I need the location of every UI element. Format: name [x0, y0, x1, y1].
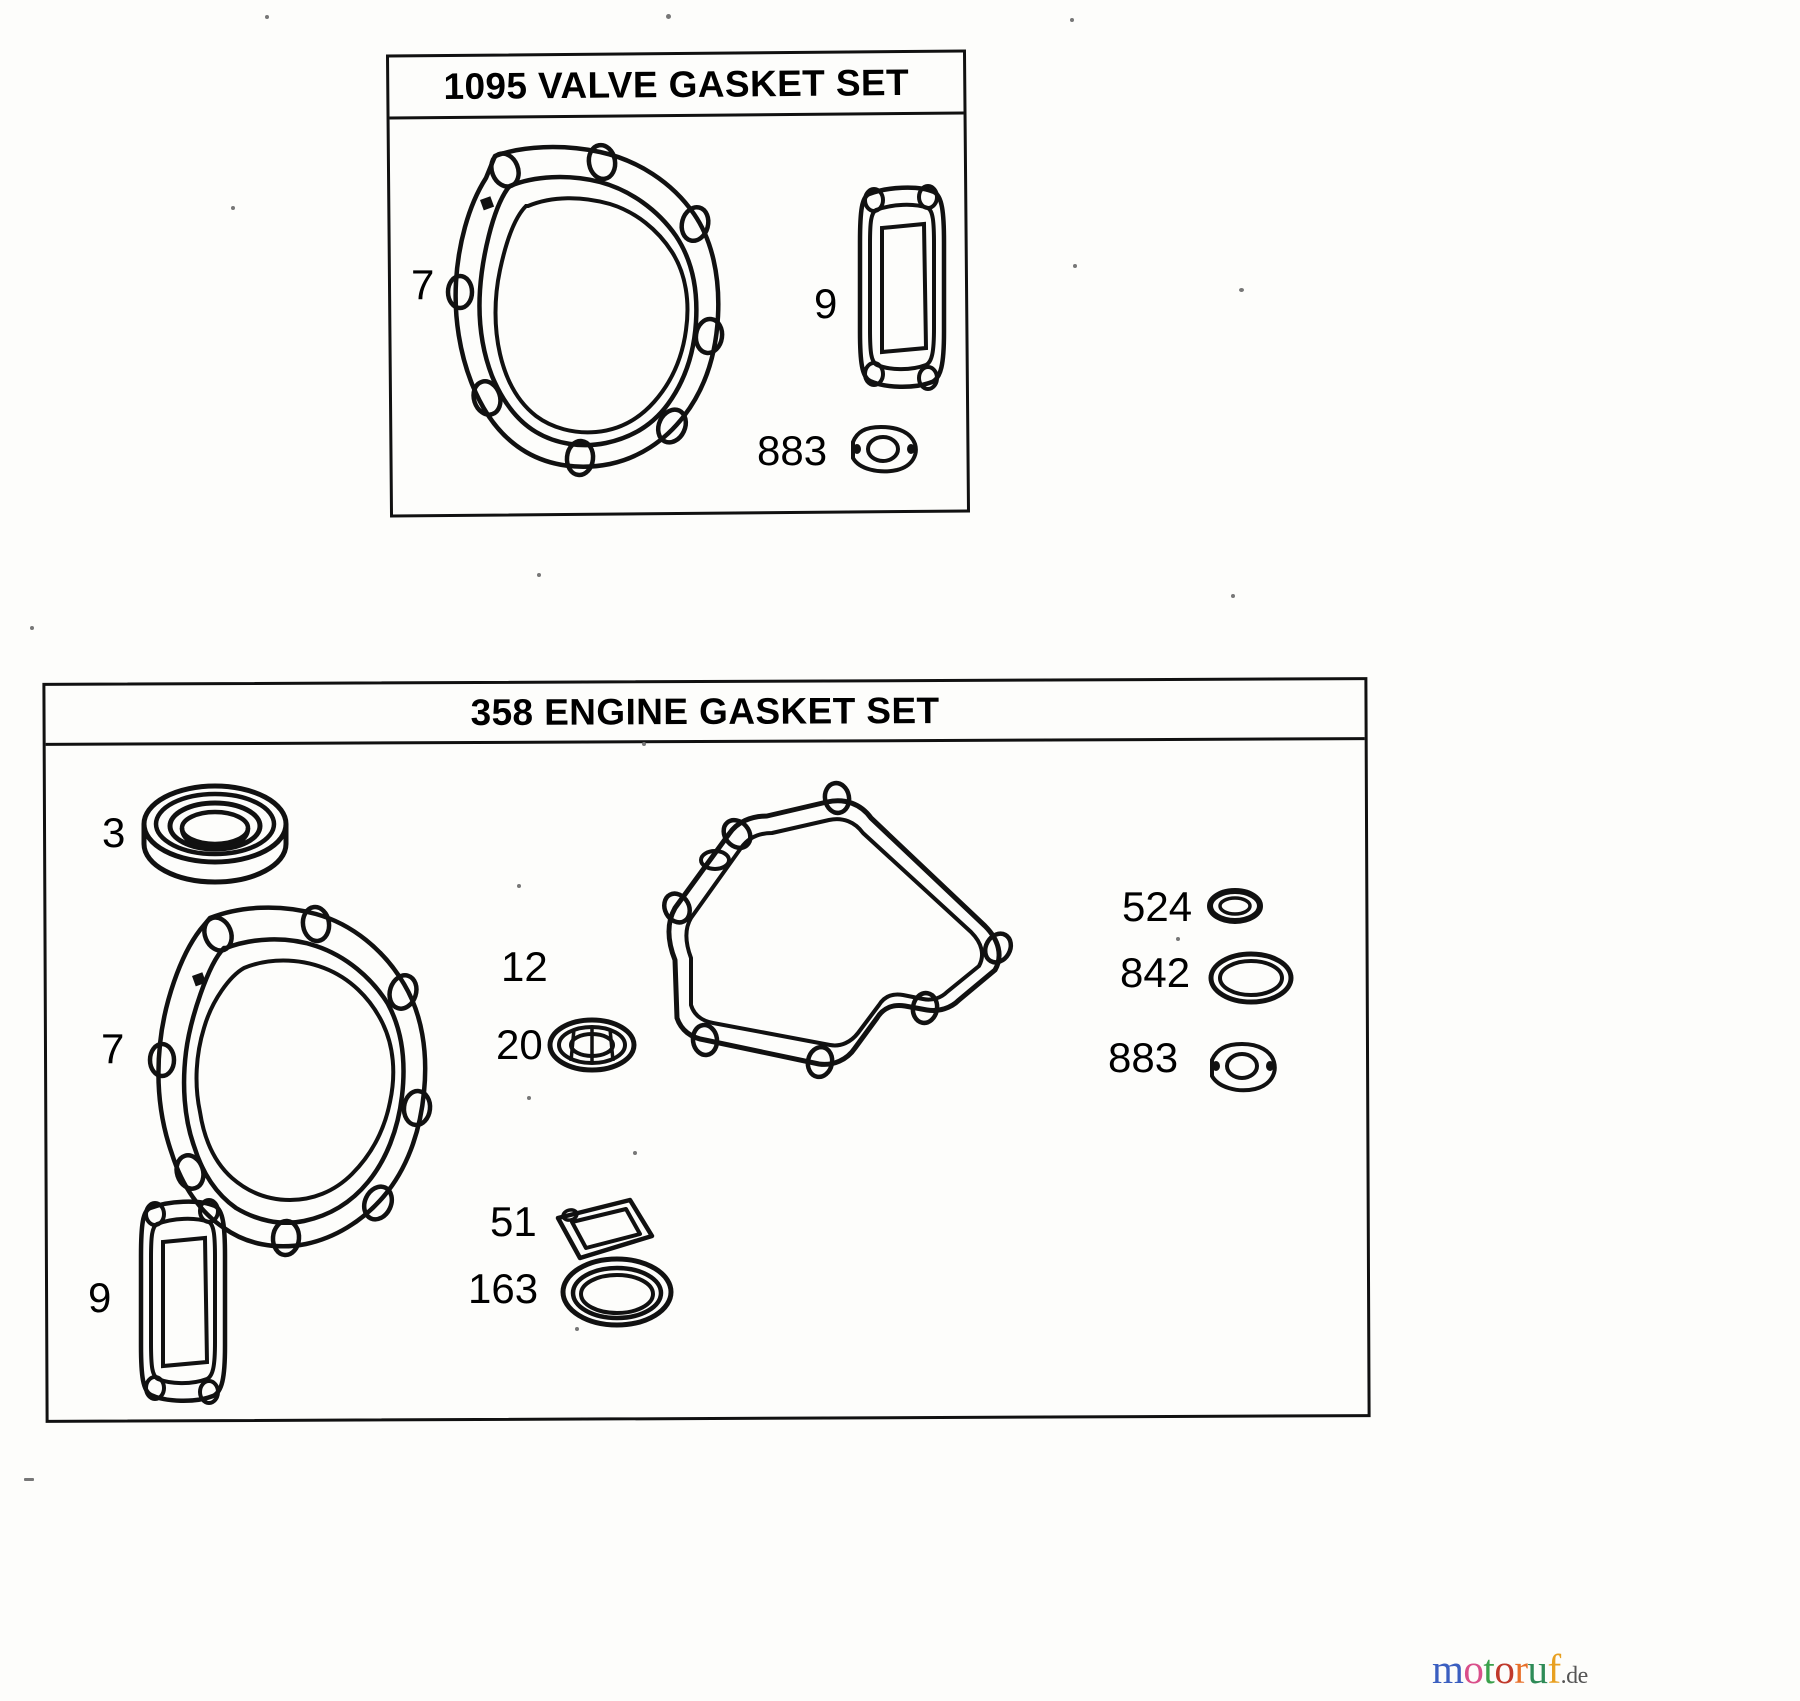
part-breather-gasket: [552, 1196, 657, 1262]
motoruf-watermark: motoruf.de: [1432, 1645, 1588, 1693]
scan-speck: [517, 884, 521, 888]
part-crankcase-cover-gasket: [555, 780, 1085, 1080]
callout-engine-3: 3: [102, 809, 126, 856]
part-oil-seal: [560, 1256, 675, 1328]
scan-speck: [265, 15, 269, 19]
callout-valve-883: 883: [757, 427, 828, 474]
callout-engine-20: 20: [496, 1021, 543, 1068]
panel-valve-title-bar: 1095 VALVE GASKET SET: [389, 52, 964, 120]
panel-valve-title: 1095 VALVE GASKET SET: [443, 61, 910, 107]
watermark-letter: o: [1463, 1646, 1484, 1692]
scan-speck: [231, 206, 235, 210]
part-cylinder-head-gasket-valve: [432, 140, 742, 480]
callout-engine-524: 524: [1122, 883, 1193, 930]
part-carb-gasket-engine: [1203, 1040, 1281, 1094]
part-cylinder-head-gasket-engine: [140, 900, 445, 1260]
scan-speck: [24, 1478, 34, 1481]
scan-speck: [1231, 594, 1235, 598]
part-carb-gasket-valve: [845, 424, 921, 474]
callout-engine-883: 883: [1108, 1034, 1179, 1081]
scan-speck: [30, 626, 34, 630]
scan-speck: [666, 14, 671, 19]
scan-speck: [633, 1151, 637, 1155]
callout-valve-9: 9: [814, 280, 838, 327]
watermark-suffix: .de: [1560, 1663, 1589, 1689]
panel-engine-title-bar: 358 ENGINE GASKET SET: [45, 680, 1365, 746]
scan-speck: [1239, 288, 1244, 292]
scan-speck: [537, 573, 541, 577]
part-intake-gasket-valve: [852, 182, 952, 392]
watermark-letter: u: [1527, 1646, 1548, 1692]
watermark-letter: o: [1494, 1646, 1515, 1692]
callout-valve-7: 7: [411, 261, 435, 308]
scan-speck: [1070, 18, 1074, 22]
watermark-letter: r: [1514, 1646, 1528, 1692]
scan-speck: [1176, 937, 1180, 941]
callout-engine-12: 12: [501, 943, 548, 990]
callout-engine-51: 51: [490, 1198, 537, 1245]
scan-speck: [1073, 264, 1077, 268]
panel-engine-title: 358 ENGINE GASKET SET: [470, 689, 940, 733]
callout-engine-7: 7: [101, 1025, 125, 1072]
callout-engine-842: 842: [1120, 949, 1191, 996]
callout-engine-9: 9: [88, 1274, 112, 1321]
part-small-o-ring: [1207, 888, 1263, 924]
part-ball-bearing: [140, 782, 290, 892]
callout-engine-163: 163: [468, 1265, 539, 1312]
watermark-letter: t: [1483, 1646, 1495, 1692]
part-large-o-ring: [1208, 950, 1294, 1006]
scan-speck: [575, 1327, 579, 1331]
scan-speck: [527, 1096, 531, 1100]
watermark-letter: f: [1547, 1646, 1561, 1692]
watermark-letter: m: [1432, 1646, 1464, 1692]
part-intake-gasket-engine: [133, 1196, 233, 1406]
part-needle-bearing: [547, 1016, 637, 1074]
scan-speck: [642, 742, 646, 746]
